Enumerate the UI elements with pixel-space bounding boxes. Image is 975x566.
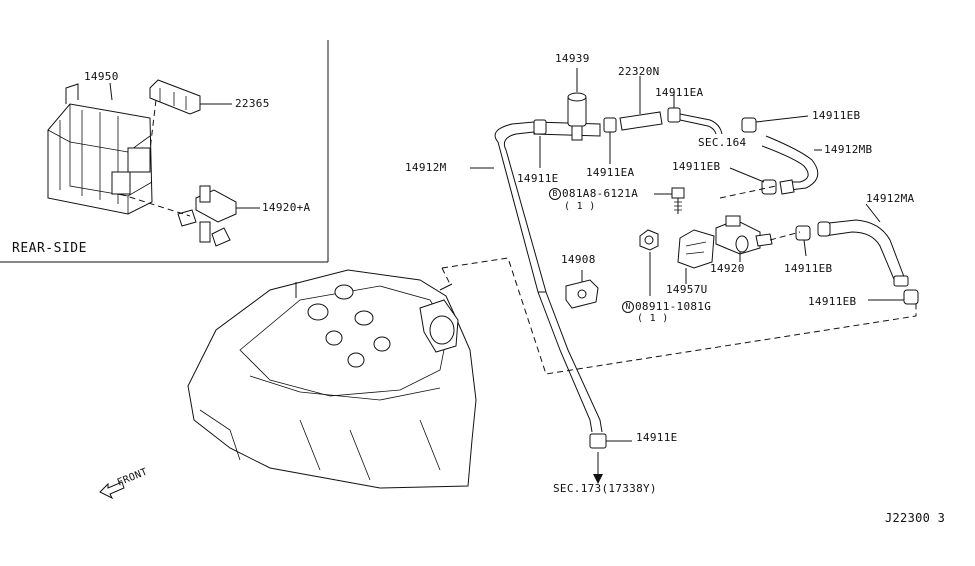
label-14911EB-right: 14911EB (784, 262, 833, 275)
bolt-marker-icon: B (549, 188, 561, 200)
label-14957U: 14957U (666, 283, 708, 296)
label-14920A: 14920+A (262, 201, 311, 214)
front-arrow-icon (99, 481, 125, 500)
hose-14912M (470, 121, 603, 433)
purge-valve-14920 (715, 215, 801, 262)
hose-14912MA (817, 203, 909, 287)
label-14939: 14939 (555, 52, 590, 65)
label-14912MA: 14912MA (866, 192, 915, 205)
valve-14920A (119, 185, 260, 247)
label-14912MB: 14912MB (824, 143, 873, 156)
rear-side-inset-frame (0, 40, 329, 263)
label-14911E-upper: 14911E (517, 172, 559, 185)
label-14911EB-upper: 14911EB (812, 109, 861, 122)
label-14920: 14920 (710, 262, 745, 275)
label-nut-qty: ( 1 ) (637, 313, 669, 324)
clamp-14911EA-upper (667, 92, 723, 135)
nut-marker-icon: N (622, 301, 634, 313)
connection-dashed-frame (441, 257, 917, 375)
evap-canister-14950 (47, 82, 153, 215)
inset-title: REAR-SIDE (12, 241, 87, 256)
clamp-14911EB-middle (719, 167, 777, 199)
label-bolt-qty: ( 1 ) (564, 201, 596, 212)
label-sec164: SEC.164 (698, 136, 747, 149)
clamp-14911E-lower (589, 433, 632, 484)
diagram-id: J22300 3 (885, 511, 946, 525)
label-sec173: SEC.173(17338Y) (553, 482, 657, 495)
label-14950: 14950 (84, 70, 119, 83)
sensor-22365 (149, 79, 232, 151)
label-14911EB-lower: 14911EB (808, 295, 857, 308)
engine-block-outline (187, 269, 477, 489)
label-22320N: 22320N (618, 65, 660, 78)
label-14912M: 14912M (405, 161, 447, 174)
bracket-14957U (677, 229, 715, 284)
label-14911E-lower: 14911E (636, 431, 678, 444)
grommet-14908 (565, 270, 599, 309)
hose-14912MB (741, 115, 822, 195)
tee-fitting-14939 (533, 68, 601, 168)
label-22365: 22365 (235, 97, 270, 110)
clamp-14911EB-lower (868, 289, 919, 305)
label-14908: 14908 (561, 253, 596, 266)
label-14911EB-middle: 14911EB (672, 160, 721, 173)
bolt-081A8-6121A (654, 187, 685, 214)
bolt-part-number: 081A8-6121A (562, 187, 639, 200)
hose-22320N (603, 76, 663, 164)
nut-08911-1081G (639, 229, 659, 296)
label-14911EA-middle: 14911EA (586, 166, 635, 179)
nut-part-number: 08911-1081G (635, 300, 712, 313)
clamp-14911EB-right (795, 225, 811, 257)
label-14911EA-upper: 14911EA (655, 86, 704, 99)
